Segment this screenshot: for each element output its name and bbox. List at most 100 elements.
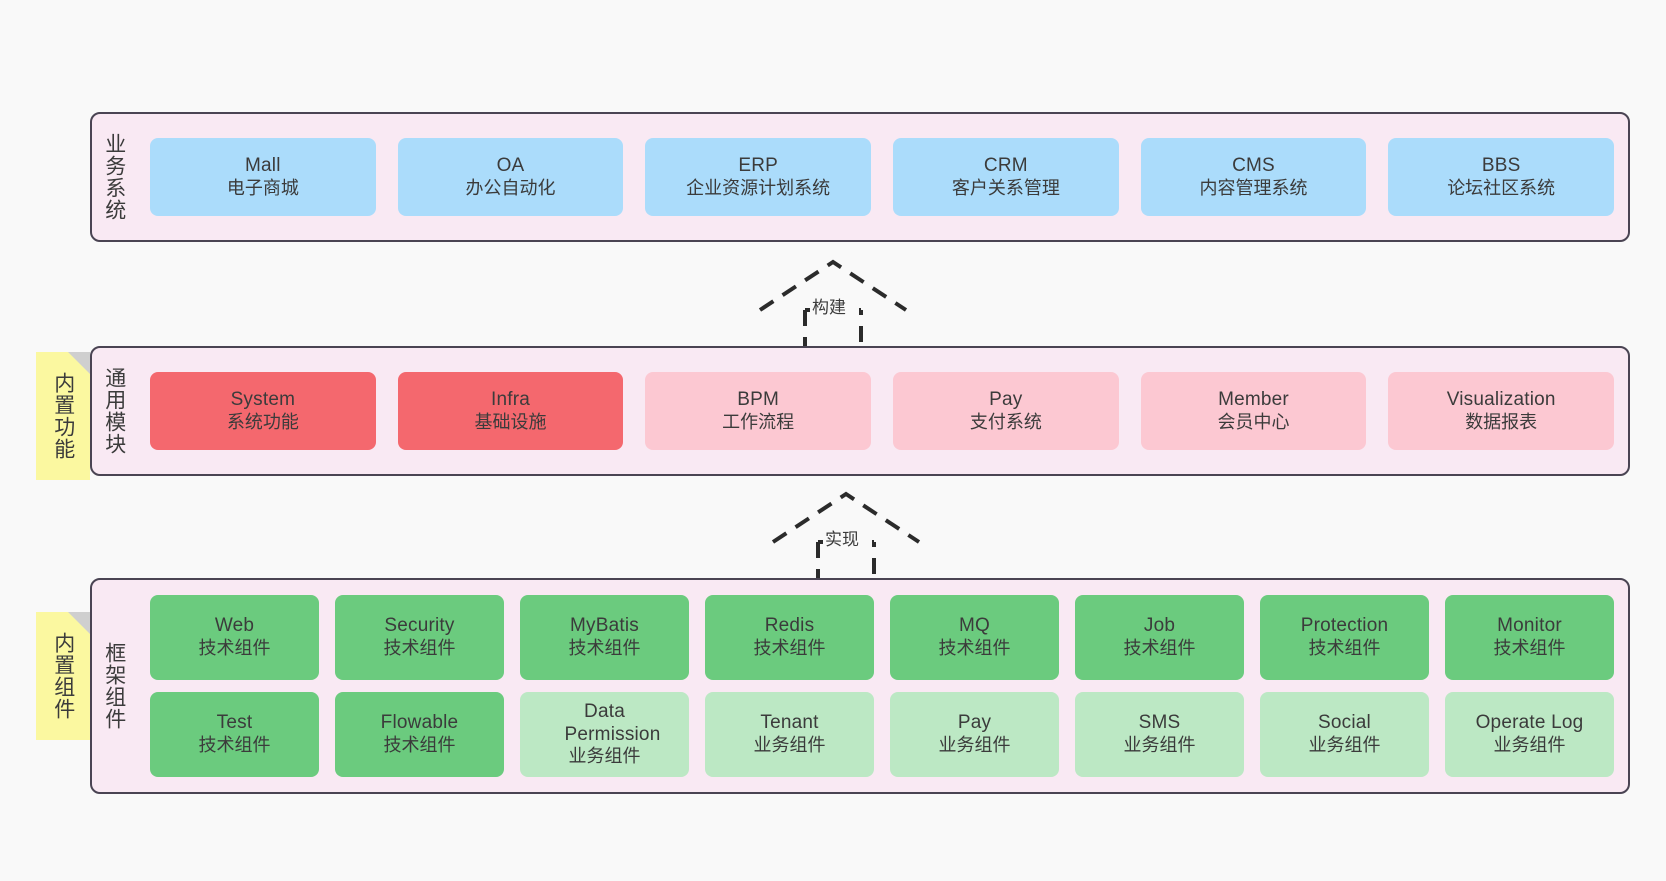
box-pay-module[interactable]: Pay 支付系统 [893,372,1119,450]
layer-body-common-module: System 系统功能 Infra 基础设施 BPM 工作流程 Pay 支付系统… [136,348,1628,474]
box-flowable[interactable]: Flowable 技术组件 [335,692,504,777]
box-title: Infra [490,388,531,410]
box-job[interactable]: Job 技术组件 [1075,595,1244,680]
box-system[interactable]: System 系统功能 [150,372,376,450]
box-visualization[interactable]: Visualization 数据报表 [1388,372,1615,450]
box-subtitle: 业务组件 [753,735,826,756]
connector-build-icon [758,259,908,354]
box-bpm[interactable]: BPM 工作流程 [645,372,872,450]
sticky-note-label: 内置功能 [51,372,75,460]
box-subtitle: 技术组件 [938,638,1011,659]
box-bbs[interactable]: BBS 论坛社区系统 [1388,138,1615,216]
box-subtitle: 技术组件 [753,638,826,659]
box-subtitle: 技术组件 [383,735,456,756]
box-tenant[interactable]: Tenant 业务组件 [705,692,874,777]
layer-body-framework-component: Web 技术组件 Security 技术组件 MyBatis 技术组件 Redi… [136,580,1628,792]
box-subtitle: 工作流程 [722,411,795,432]
box-protection[interactable]: Protection 技术组件 [1260,595,1429,680]
box-title: Mall [245,154,281,176]
box-infra[interactable]: Infra 基础设施 [397,372,624,450]
box-member[interactable]: Member 会员中心 [1140,372,1367,450]
box-security[interactable]: Security 技术组件 [335,595,504,680]
layer-body-business-system: Mall 电子商城 OA 办公自动化 ERP 企业资源计划系统 CRM 客户关系… [136,114,1628,240]
box-subtitle: 技术组件 [1123,638,1196,659]
box-subtitle: 技术组件 [1493,638,1566,659]
box-title: Member [1218,388,1289,410]
box-data-permission[interactable]: Data Permission 业务组件 [520,692,689,777]
box-subtitle: 企业资源计划系统 [686,177,831,198]
connector-implement: 实现 [768,490,928,588]
layer-framework-component: 框架组件 Web 技术组件 Security 技术组件 MyBatis 技术组件… [90,578,1630,794]
box-mybatis[interactable]: MyBatis 技术组件 [520,595,689,680]
box-title: Job [1143,615,1176,637]
box-title: BBS [1481,154,1521,176]
box-subtitle: 技术组件 [198,638,271,659]
layer-common-module: 通用模块 System 系统功能 Infra 基础设施 BPM 工作流程 Pay… [90,346,1630,476]
box-title: ERP [738,154,779,176]
box-subtitle: 技术组件 [198,735,271,756]
box-operate-log[interactable]: Operate Log 业务组件 [1445,692,1614,777]
box-mq[interactable]: MQ 技术组件 [890,595,1059,680]
box-monitor[interactable]: Monitor 技术组件 [1445,595,1614,680]
box-subtitle: 基础设施 [474,411,547,432]
box-subtitle: 会员中心 [1217,411,1290,432]
box-title: System [230,388,296,410]
layer-row: Web 技术组件 Security 技术组件 MyBatis 技术组件 Redi… [150,595,1614,680]
note-fold-icon [68,612,90,634]
connector-build: 构建 [755,258,915,356]
layer-label-common-module: 通用模块 [102,367,126,455]
box-title: OA [496,154,525,176]
box-title: Pay [989,388,1023,410]
box-subtitle: 论坛社区系统 [1447,177,1556,198]
box-title: Redis [764,615,815,637]
box-title: Test [216,712,253,734]
box-title: BPM [737,388,780,410]
box-oa[interactable]: OA 办公自动化 [397,138,624,216]
box-title: Tenant [760,712,819,734]
note-fold-icon [68,352,90,374]
box-subtitle: 业务组件 [568,746,641,767]
connector-implement-label: 实现 [823,525,861,550]
sticky-note-label: 内置组件 [51,632,75,720]
box-title: SMS [1138,712,1181,734]
layer-business-system: 业务系统 Mall 电子商城 OA 办公自动化 ERP 企业资源计划系统 CRM… [90,112,1630,242]
box-mall[interactable]: Mall 电子商城 [150,138,376,216]
box-title: Pay [957,712,992,734]
box-title: MQ [958,615,990,637]
box-subtitle: 数据报表 [1465,411,1538,432]
box-sms[interactable]: SMS 业务组件 [1075,692,1244,777]
layer-row: Test 技术组件 Flowable 技术组件 Data Permission … [150,692,1614,777]
layer-row: Mall 电子商城 OA 办公自动化 ERP 企业资源计划系统 CRM 客户关系… [150,138,1615,216]
box-subtitle: 业务组件 [1123,735,1196,756]
box-social[interactable]: Social 业务组件 [1260,692,1429,777]
box-test[interactable]: Test 技术组件 [150,692,319,777]
connector-implement-icon [771,491,921,586]
box-redis[interactable]: Redis 技术组件 [705,595,874,680]
box-pay-component[interactable]: Pay 业务组件 [890,692,1059,777]
box-title: Flowable [380,712,459,734]
box-title: Operate Log [1475,712,1584,734]
box-title: MyBatis [570,615,639,637]
layer-label-framework-component: 框架组件 [102,642,126,730]
box-subtitle: 业务组件 [1308,735,1381,756]
box-title: Monitor [1497,615,1562,637]
box-title: Web [214,615,255,637]
sticky-note-builtin-component: 内置组件 [36,612,90,740]
box-web[interactable]: Web 技术组件 [150,595,319,680]
box-subtitle: 内容管理系统 [1199,177,1308,198]
box-subtitle: 技术组件 [1308,638,1381,659]
box-title: Social [1318,712,1371,734]
box-title: Protection [1300,615,1389,637]
layer-label-business-system: 业务系统 [102,133,126,221]
box-subtitle: 支付系统 [969,411,1042,432]
box-subtitle: 业务组件 [938,735,1011,756]
box-crm[interactable]: CRM 客户关系管理 [893,138,1119,216]
box-title: CRM [983,154,1028,176]
box-erp[interactable]: ERP 企业资源计划系统 [645,138,872,216]
box-cms[interactable]: CMS 内容管理系统 [1140,138,1367,216]
box-subtitle: 系统功能 [226,411,299,432]
box-subtitle: 电子商城 [226,177,299,198]
sticky-note-builtin-function: 内置功能 [36,352,90,480]
box-subtitle: 客户关系管理 [951,177,1060,198]
